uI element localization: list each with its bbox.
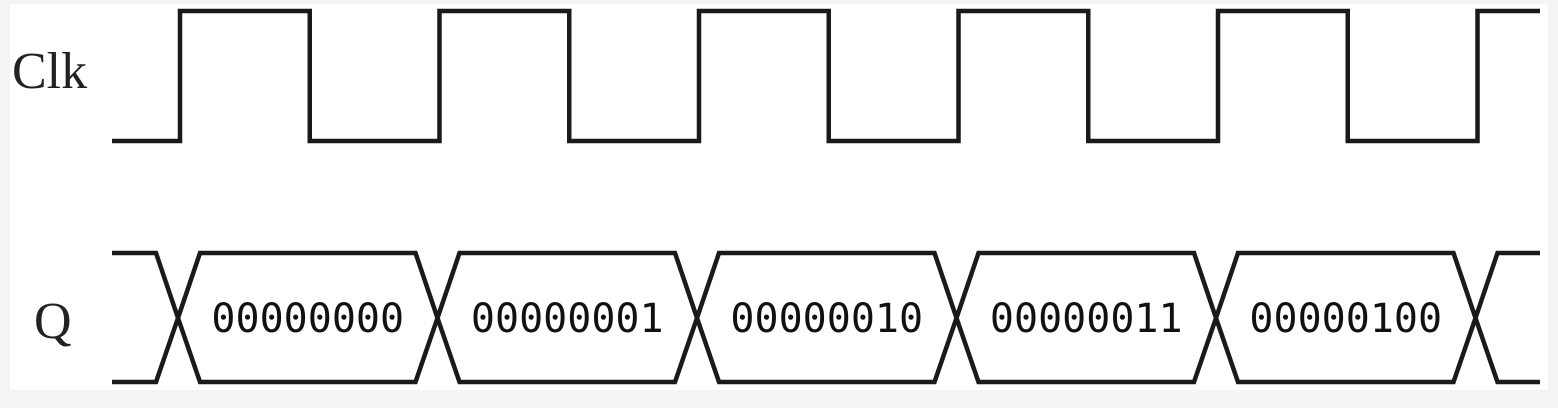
signal-label-clk: Clk [12,43,87,100]
bus-value-4: 00000100 [1249,296,1442,342]
clock-signal-line [112,8,1540,144]
bus-value-3: 00000011 [990,296,1183,342]
signal-labels: Clk Q [12,43,87,350]
bus-signal-lower-line [112,311,1540,385]
signal-label-q: Q [34,293,72,350]
bus-value-1: 00000001 [471,296,664,342]
bus-waveform: 00000000 00000001 00000010 00000011 00000100 [112,250,1540,385]
diagram-panel [10,4,1548,390]
clock-waveform [112,8,1540,144]
bus-value-2: 00000010 [730,296,923,342]
bus-signal-upper-line [112,250,1540,326]
bus-value-0: 00000000 [211,296,404,342]
